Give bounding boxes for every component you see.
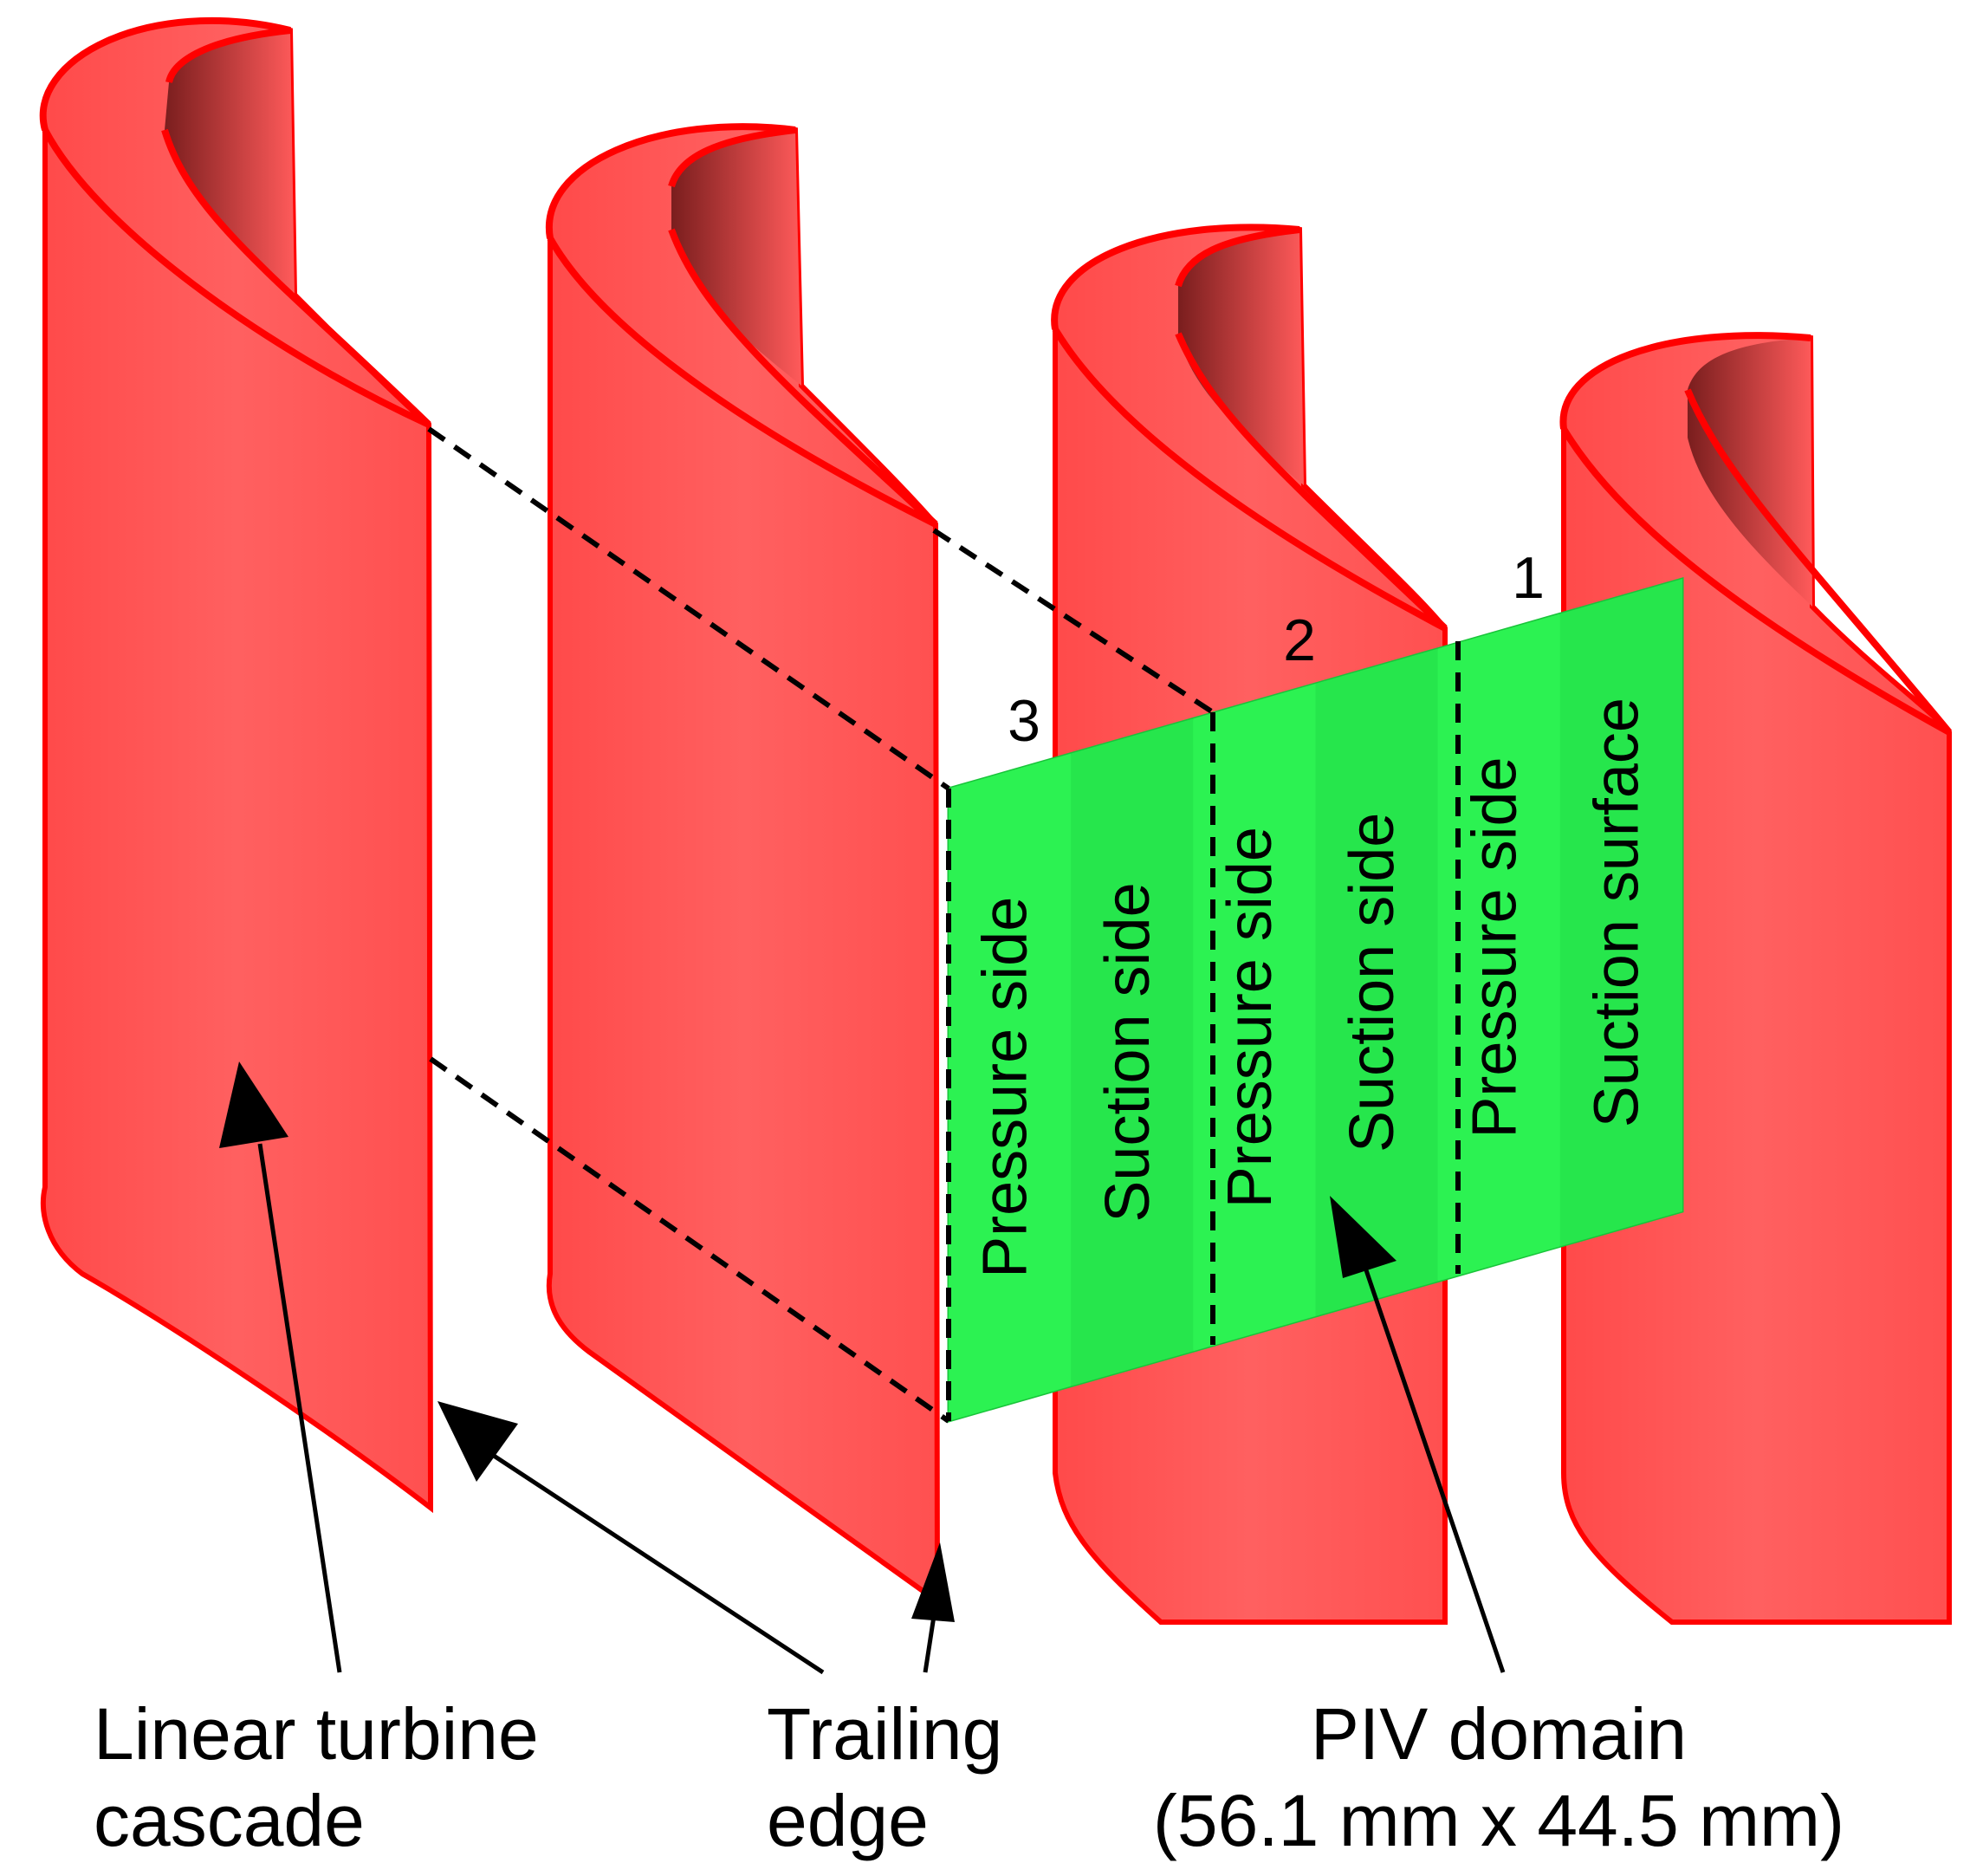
turbine-blade-1	[39, 16, 434, 1514]
caption-cascade-line1: Linear turbine	[94, 1693, 539, 1775]
caption-piv-line2: (56.1 mm x 44.5 mm)	[1153, 1780, 1844, 1861]
piv-band-label-1: Pressure side	[971, 897, 1040, 1278]
blade-1-top-outline	[39, 16, 431, 428]
blade-2-inner-shadow	[671, 130, 801, 386]
caption-trailing-edge-line1: Trailing	[767, 1693, 1002, 1775]
dashed-line-bottom-left	[429, 1056, 950, 1424]
piv-band-2	[1071, 718, 1194, 1386]
piv-band-1	[949, 753, 1072, 1421]
piv-band-labels: Pressure side Suction side Pressure side Su…	[971, 698, 1652, 1278]
arrow-trailing-edge-left-head	[437, 1401, 518, 1482]
piv-bands	[949, 579, 1682, 1421]
blade-4-inner-shadow	[1688, 338, 1812, 607]
piv-band-5	[1437, 613, 1560, 1282]
arrow-trailing-edge-right-head	[911, 1542, 955, 1622]
blade-2-top-outline	[545, 123, 938, 528]
blade-1-inner-shadow	[165, 30, 295, 295]
passage-numbers: 1 2 3	[1008, 545, 1545, 754]
arrow-piv-head	[1330, 1196, 1396, 1278]
blade-2-body	[546, 124, 941, 1607]
arrow-piv-shaft	[1362, 1264, 1506, 1673]
arrow-trailing-edge-right-shaft	[923, 1615, 936, 1673]
arrow-trailing-edge-left-shaft	[492, 1453, 825, 1675]
dashed-projection-lines	[427, 426, 1461, 1424]
dashed-line-top-left	[427, 426, 950, 791]
piv-band-label-4: Suction side	[1338, 813, 1407, 1152]
arrow-cascade-head	[219, 1061, 288, 1148]
blade-4-top-outline	[1559, 332, 1953, 736]
piv-band-3	[1193, 684, 1316, 1352]
piv-band-4	[1315, 648, 1438, 1316]
caption-trailing-edge-line2: edge	[767, 1780, 929, 1861]
passage-number-1: 1	[1512, 545, 1545, 611]
caption-piv-line1: PIV domain	[1311, 1693, 1687, 1775]
piv-band-label-2: Suction side	[1093, 882, 1163, 1222]
blade-3-inner-shadow	[1178, 230, 1304, 485]
passage-number-3: 3	[1008, 688, 1040, 754]
piv-band-6	[1559, 579, 1682, 1247]
dashed-line-top-middle	[932, 528, 1215, 715]
piv-band-label-6: Suction surface	[1582, 698, 1651, 1127]
blade-3-top-outline	[1051, 224, 1448, 632]
caption-cascade-line2: cascade	[94, 1780, 365, 1861]
arrow-cascade-shaft	[257, 1143, 342, 1673]
piv-band-label-3: Pressure side	[1215, 827, 1285, 1208]
turbine-blade-2	[545, 123, 941, 1607]
passage-number-2: 2	[1283, 607, 1316, 673]
captions: Linear turbine cascade Trailing edge PIV…	[94, 1693, 1844, 1861]
piv-band-label-5: Pressure side	[1460, 756, 1529, 1138]
pointer-arrows	[219, 1061, 1506, 1675]
